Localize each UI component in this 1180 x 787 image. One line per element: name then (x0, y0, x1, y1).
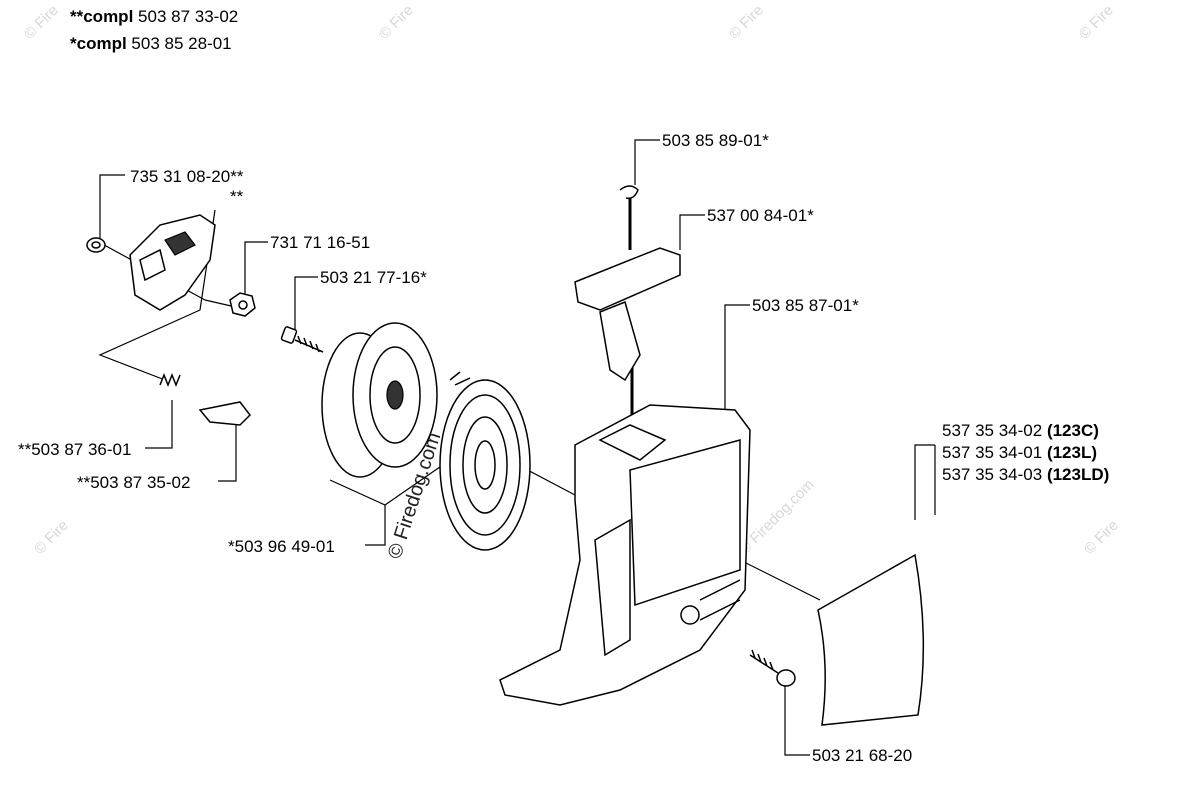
starter-handle-part (574, 247, 681, 382)
decal-123ld-model: (123LD) (1047, 465, 1109, 484)
watermark-3: © Fire (726, 2, 767, 43)
washer-part (86, 237, 106, 253)
recoil-spring-part (439, 371, 531, 551)
decal-123c-model: (123C) (1047, 421, 1099, 440)
nut-part (229, 292, 256, 317)
header-line-2: *compl 503 85 28-01 (70, 33, 232, 54)
label-nut: 731 71 16-51 (270, 233, 370, 252)
header-line-1: **compl 503 87 33-02 (70, 6, 238, 27)
label-housing-screw: 503 21 68-20 (812, 746, 912, 765)
center-screw-part (280, 326, 324, 353)
watermark-1: © Fire (21, 2, 62, 43)
decal-123c-number: 537 35 34-02 (942, 421, 1042, 440)
header-compl-1: **compl (70, 7, 134, 26)
watermark-2: © Fire (376, 2, 417, 43)
label-pawl-spring: **503 87 36-01 (18, 440, 131, 459)
header-compl-2: *compl (70, 34, 127, 53)
starter-housing-part (499, 404, 751, 706)
watermark-5: © Fire (31, 517, 72, 558)
decal-123ld-number: 537 35 34-03 (942, 465, 1042, 484)
label-decal-123ld: 537 35 34-03 (123LD) (942, 465, 1109, 484)
label-decal-123l: 537 35 34-01 (123L) (942, 443, 1097, 462)
housing-screw-part (749, 649, 796, 687)
label-pawl-cover-mark: ** (230, 187, 244, 206)
decal-123l-number: 537 35 34-01 (942, 443, 1042, 462)
decal-part (817, 553, 925, 726)
label-decal-123c: 537 35 34-02 (123C) (942, 421, 1099, 440)
rope-pulley-part (321, 322, 438, 478)
rope-part (619, 185, 639, 420)
label-center-screw: 503 21 77-16* (320, 268, 427, 287)
header-number-1: 503 87 33-02 (138, 7, 239, 26)
label-rope-eye: 503 85 89-01* (662, 131, 769, 150)
decal-123l-model: (123L) (1047, 443, 1097, 462)
label-handle: 537 00 84-01* (707, 206, 814, 225)
label-starter-housing: 503 85 87-01* (752, 296, 859, 315)
header-number-2: 503 85 28-01 (131, 34, 232, 53)
pawl-spring-part (159, 372, 181, 388)
watermark-6: © Fire (1081, 517, 1122, 558)
label-washer: 735 31 08-20** (130, 167, 244, 186)
label-pulley-spring: *503 96 49-01 (228, 537, 335, 556)
pawl-part (198, 401, 251, 426)
label-pawl: **503 87 35-02 (77, 473, 190, 492)
watermark-4: © Fire (1076, 2, 1117, 43)
pawl-cover-part (129, 214, 216, 311)
